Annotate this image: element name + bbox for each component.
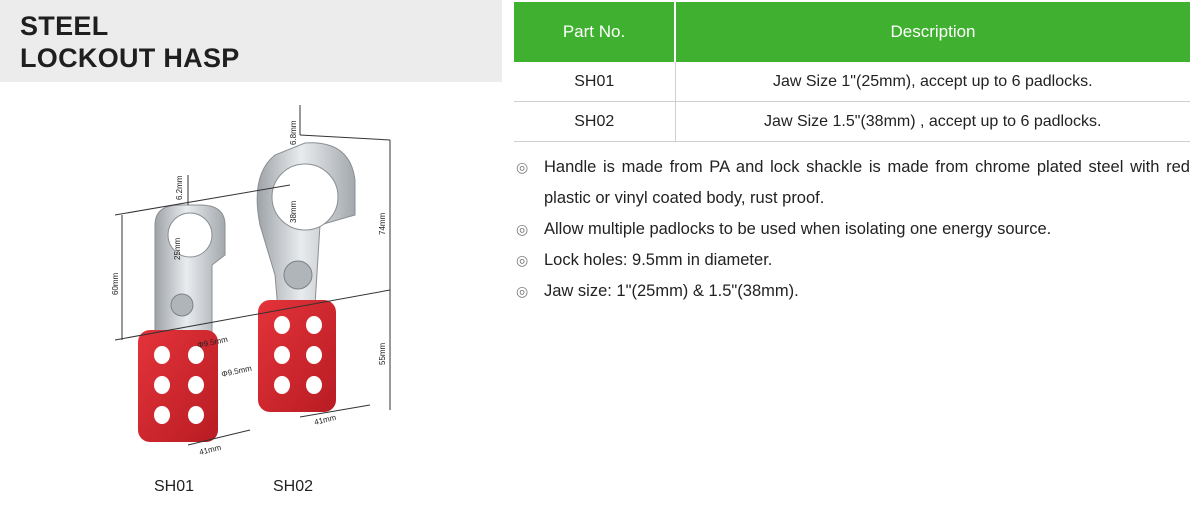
table-header-row: Part No. Description (514, 2, 1190, 62)
dim-sh02-width: 41mm (313, 413, 337, 427)
circle-bullet-icon: ◎ (516, 159, 529, 175)
dim-sh02-jaw: 38mm (289, 200, 298, 223)
sh02-label: SH02 (273, 478, 314, 495)
title-box: STEEL LOCKOUT HASP (0, 0, 502, 82)
dim-sh01-top: 6.2mm (175, 175, 184, 200)
table-row: SH02 Jaw Size 1.5"(38mm) , accept up to … (514, 101, 1190, 142)
table-row: SH01 Jaw Size 1"(25mm), accept up to 6 p… (514, 62, 1190, 102)
dim-sh02-hole: Φ9.5mm (221, 364, 253, 379)
dim-sh01-jaw: 25mm (173, 237, 182, 260)
page-title-line-2: LOCKOUT HASP (20, 43, 240, 73)
list-item: ◎ Allow multiple padlocks to be used whe… (516, 214, 1190, 245)
dim-sh02-top: 6.8mm (289, 120, 298, 145)
dim-sh02-height: 74mm (378, 212, 387, 235)
column-header-part-no: Part No. (514, 2, 676, 62)
dim-sh01-width: 41mm (198, 443, 222, 457)
sh02-hasp (256, 142, 356, 412)
product-diagram: 6.2mm 25mm 60mm Φ9.5mm 41mm 6.8mm 38mm 7… (111, 105, 391, 457)
page-title-line-1: STEEL (20, 11, 109, 41)
list-item: ◎ Lock holes: 9.5mm in diameter. (516, 245, 1190, 276)
sh01-hasp (138, 204, 226, 442)
feature-text: Allow multiple padlocks to be used when … (544, 220, 1052, 238)
cell-description: Jaw Size 1"(25mm), accept up to 6 padloc… (675, 62, 1190, 102)
list-item: ◎ Jaw size: 1"(25mm) & 1.5"(38mm). (516, 276, 1190, 307)
dimension-lines (114, 105, 391, 446)
circle-bullet-icon: ◎ (516, 221, 529, 237)
feature-text: Handle is made from PA and lock shackle … (544, 158, 1190, 207)
sh01-label: SH01 (154, 478, 195, 495)
spec-table: Part No. Description SH01 Jaw Size 1"(25… (514, 2, 1190, 142)
cell-part-no: SH01 (514, 62, 676, 102)
cell-description: Jaw Size 1.5"(38mm) , accept up to 6 pad… (675, 101, 1190, 142)
feature-text: Jaw size: 1"(25mm) & 1.5"(38mm). (544, 282, 799, 300)
column-header-description: Description (675, 2, 1190, 62)
feature-text: Lock holes: 9.5mm in diameter. (544, 251, 773, 269)
circle-bullet-icon: ◎ (516, 283, 529, 299)
circle-bullet-icon: ◎ (516, 252, 529, 268)
cell-part-no: SH02 (514, 101, 676, 142)
feature-list: ◎ Handle is made from PA and lock shackl… (516, 152, 1190, 307)
list-item: ◎ Handle is made from PA and lock shackl… (516, 152, 1190, 214)
dim-sh02-body: 55mm (378, 342, 387, 365)
dim-sh01-height: 60mm (111, 272, 120, 295)
